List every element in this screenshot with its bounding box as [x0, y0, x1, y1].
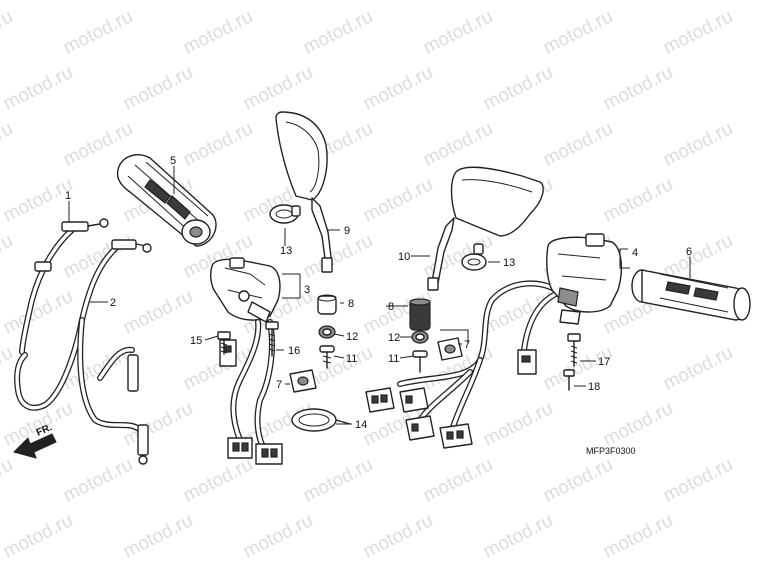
callout-10[interactable]: 10 [398, 251, 410, 263]
mirror-band-part-13-left[interactable] [269, 204, 301, 224]
left-switch-harness[interactable] [219, 319, 283, 465]
leader-lines [68, 166, 691, 425]
diagram-code: MFP3F0300 [586, 446, 636, 456]
callout-12-right[interactable]: 12 [388, 332, 400, 344]
callout-5[interactable]: 5 [170, 155, 176, 167]
callout-6[interactable]: 6 [686, 246, 692, 258]
right-mirror-part-10[interactable] [427, 166, 544, 291]
callout-8-left[interactable]: 8 [348, 298, 354, 310]
callout-11-left[interactable]: 11 [346, 353, 357, 365]
band-part-14[interactable] [291, 408, 351, 432]
callout-7-left[interactable]: 7 [276, 379, 282, 391]
holder-part-7-right[interactable] [437, 337, 463, 361]
callout-12-left[interactable]: 12 [346, 331, 358, 343]
callout-4[interactable]: 4 [632, 247, 638, 259]
collar-part-12-right[interactable] [411, 330, 429, 344]
callout-9[interactable]: 9 [344, 225, 350, 237]
callout-16[interactable]: 16 [288, 345, 300, 357]
screw-part-16[interactable] [265, 321, 279, 357]
front-direction-arrow: FR. [13, 422, 57, 459]
callout-11-right[interactable]: 11 [388, 353, 399, 365]
callout-2[interactable]: 2 [110, 297, 116, 309]
throttle-cable-part-2[interactable] [14, 239, 152, 465]
bar-end-weight-part-8-right[interactable] [409, 298, 431, 331]
right-grip-part-6[interactable] [631, 269, 751, 321]
callout-13-left[interactable]: 13 [280, 245, 292, 257]
right-switch-harness[interactable] [365, 280, 563, 449]
collar-part-12-left[interactable] [318, 325, 336, 339]
callout-labels: 1 2 3 4 5 6 7 7 8 8 9 10 11 11 12 12 13 … [65, 155, 692, 431]
screw-part-15[interactable] [217, 331, 231, 355]
screw-part-17[interactable] [567, 333, 581, 367]
screw-part-18[interactable] [563, 369, 575, 391]
callout-8-right[interactable]: 8 [388, 301, 394, 313]
bar-end-weight-part-8-left[interactable] [317, 294, 337, 315]
throttle-cable-part-1[interactable] [19, 218, 109, 355]
left-switch-housing-part-3[interactable] [209, 257, 281, 323]
mirror-band-part-13-right[interactable] [461, 243, 487, 271]
screw-part-11-left[interactable] [319, 345, 335, 369]
left-mirror-part-9[interactable] [275, 111, 333, 273]
screw-part-11-right[interactable] [412, 350, 428, 373]
callout-1[interactable]: 1 [65, 190, 71, 202]
callout-13-right[interactable]: 13 [503, 257, 515, 269]
callout-15[interactable]: 15 [190, 335, 202, 347]
callout-3[interactable]: 3 [304, 284, 310, 296]
holder-part-7-left[interactable] [289, 369, 317, 393]
callout-18[interactable]: 18 [588, 381, 600, 393]
callout-7-right[interactable]: 7 [464, 339, 470, 351]
right-switch-housing-part-4[interactable] [546, 233, 623, 325]
callout-17[interactable]: 17 [598, 356, 610, 368]
callout-14[interactable]: 14 [355, 419, 367, 431]
left-grip-part-5[interactable] [116, 154, 217, 247]
